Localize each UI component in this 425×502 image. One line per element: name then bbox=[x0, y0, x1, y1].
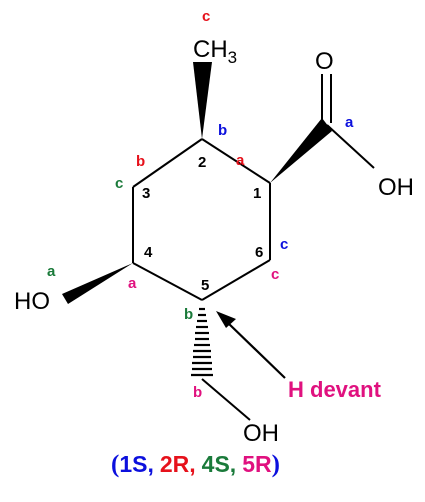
priority-c3-c: c bbox=[115, 175, 123, 192]
wedge-c2-methyl bbox=[193, 62, 212, 139]
methyl-label: CH3 bbox=[193, 36, 237, 67]
bond-ch2-oh bbox=[201, 378, 251, 421]
ring-bonds bbox=[132, 138, 271, 301]
priority-c4-ring-a: a bbox=[128, 275, 137, 292]
ring-number-2: 2 bbox=[198, 154, 206, 171]
carbonyl-oxygen: O bbox=[315, 48, 334, 75]
ring-number-1: 1 bbox=[253, 185, 261, 202]
h-devant-arrow bbox=[216, 311, 286, 379]
priority-cooh-a: a bbox=[345, 114, 354, 131]
c4-hydroxyl: HO bbox=[14, 288, 50, 315]
ring-number-5: 5 bbox=[201, 277, 209, 294]
bond-c4-c5 bbox=[132, 262, 203, 301]
h-devant-label: H devant bbox=[288, 377, 382, 402]
priority-c3-b: b bbox=[136, 153, 145, 170]
wedge-c4-oh bbox=[62, 263, 133, 304]
priority-c6-c-pink: c bbox=[271, 266, 279, 283]
bond-c2-c3 bbox=[132, 138, 203, 188]
carboxyl-bonds bbox=[321, 74, 375, 169]
priority-c4-oh-a: a bbox=[47, 263, 56, 280]
priority-c6-c-blue: c bbox=[280, 236, 288, 253]
priority-c5-b: b bbox=[184, 306, 193, 323]
bond-c1-c2 bbox=[201, 138, 271, 184]
wedge-c1-carboxyl bbox=[270, 118, 332, 183]
ring-number-4: 4 bbox=[144, 244, 153, 261]
configuration-summary: (1S,2R,4S,5R) bbox=[111, 451, 280, 478]
priority-ch2-b: b bbox=[193, 384, 202, 401]
c5-hydroxyl: OH bbox=[243, 420, 279, 447]
priority-c2-b: b bbox=[218, 122, 227, 139]
ring-number-3: 3 bbox=[142, 185, 150, 202]
bond-c-oh bbox=[326, 124, 375, 169]
priority-ch3-c: c bbox=[202, 8, 210, 25]
bond-c5-c6 bbox=[201, 259, 271, 301]
priority-c1-a: a bbox=[236, 152, 245, 169]
ring-number-6: 6 bbox=[255, 244, 263, 261]
acid-oh: OH bbox=[378, 174, 414, 201]
hashed-wedge-c5-ch2 bbox=[191, 307, 213, 377]
